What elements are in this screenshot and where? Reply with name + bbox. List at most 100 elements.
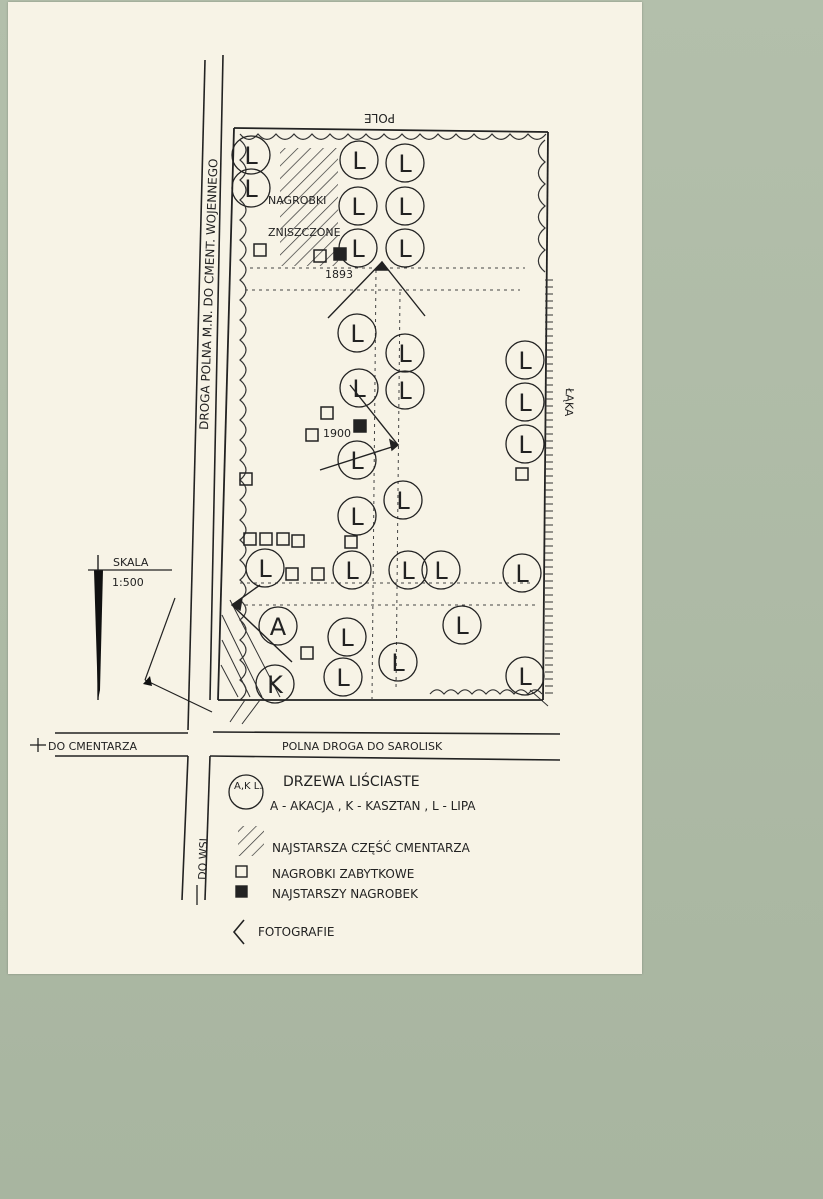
tree-circle	[505, 340, 545, 380]
meadow-fence-ticks	[545, 279, 553, 694]
tree-circle	[332, 550, 372, 590]
tree-letter: L	[350, 503, 364, 531]
photo-viewpoint-markers	[230, 260, 426, 663]
monument-tombstone	[291, 534, 305, 548]
tree-circle	[421, 550, 461, 590]
tree-letter: L	[396, 487, 410, 515]
tree-letter: L	[340, 624, 354, 652]
tree-circle	[505, 424, 545, 464]
tree-marker: L	[505, 340, 545, 380]
tree-marker: A	[258, 606, 298, 646]
internal-paths	[238, 267, 535, 701]
tree-letter: L	[398, 377, 412, 405]
tree-circle	[442, 605, 482, 645]
tree-circle	[383, 480, 423, 520]
monument-tombstone	[305, 428, 319, 442]
tree-circle	[231, 135, 271, 175]
tree-letter: L	[244, 175, 258, 203]
legend-tree-symbol: A,K L.	[234, 781, 263, 792]
scale-value: 1:500	[112, 576, 144, 589]
tree-letter: L	[398, 235, 412, 263]
year-1893-label: 1893	[325, 268, 353, 281]
tree-circle	[378, 642, 418, 682]
tree-marker: L	[338, 186, 378, 226]
legend-photos: FOTOGRAFIE	[258, 925, 335, 939]
tree-circle	[385, 228, 425, 268]
tree-letter: L	[398, 340, 412, 368]
tree-letter: L	[336, 664, 350, 692]
monument-tombstone	[313, 249, 327, 263]
monument-tombstone	[320, 406, 334, 420]
tree-letter: L	[518, 663, 532, 691]
destroyed-label-1: NAGROBKI	[268, 194, 326, 207]
legend-monument-icon	[235, 865, 248, 878]
tree-letter: L	[244, 142, 258, 170]
field-label: POLE	[364, 111, 395, 125]
tree-circle	[385, 333, 425, 373]
tree-marker: L	[323, 657, 363, 697]
legend: A,K L. DRZEWA LIŚCIASTE A - AKACJA , K -…	[228, 772, 476, 945]
legend-hatch-icon	[238, 826, 264, 856]
tree-marker: L	[332, 550, 372, 590]
legend-tree-circle-icon	[228, 774, 264, 810]
cemetery-boundary	[217, 127, 549, 701]
tree-circle	[505, 656, 545, 696]
tree-letter: L	[518, 347, 532, 375]
tree-marker: L	[339, 140, 379, 180]
oldest-tombstone	[353, 419, 367, 433]
tree-circle	[338, 186, 378, 226]
road-bottom-label: POLNA DROGA DO SAROLISK	[282, 740, 443, 753]
tree-marker: L	[385, 333, 425, 373]
tree-marker: L	[337, 313, 377, 353]
tree-letter: L	[350, 320, 364, 348]
legend-monuments: NAGROBKI ZABYTKOWE	[272, 867, 414, 881]
monument-tombstone	[276, 532, 290, 546]
to-cemetery-label: DO CMENTARZA	[48, 740, 138, 753]
monument-tombstone	[253, 243, 267, 257]
monument-tombstone	[344, 535, 358, 549]
legend-oldest-tomb-icon	[235, 885, 248, 898]
tree-letter: L	[401, 557, 415, 585]
tree-letter: L	[351, 235, 365, 263]
tree-letter: L	[391, 649, 405, 677]
tree-letter: L	[351, 193, 365, 221]
tree-letter: L	[352, 147, 366, 175]
tree-marker: L	[385, 143, 425, 183]
tree-marker: L	[505, 424, 545, 464]
tree-marker: L	[231, 168, 271, 208]
oldest-part-hatch	[280, 148, 338, 266]
meadow-label: ŁĄKA	[562, 387, 576, 417]
tree-marker: L	[385, 370, 425, 410]
tree-letter: L	[352, 375, 366, 403]
tombstones-layer	[239, 243, 529, 660]
scale-title: SKALA	[113, 556, 149, 569]
tree-marker: L	[327, 617, 367, 657]
tree-circle	[258, 606, 298, 646]
tree-marker: L	[385, 228, 425, 268]
tree-marker: K	[255, 664, 295, 704]
tree-circle	[245, 548, 285, 588]
tree-letter: L	[398, 193, 412, 221]
tree-marker: L	[339, 368, 379, 408]
tree-letter: L	[345, 557, 359, 585]
oldest-tombstone	[333, 247, 347, 261]
tree-circle	[327, 617, 367, 657]
tree-circle	[505, 382, 545, 422]
tree-marker: L	[388, 550, 428, 590]
tree-circle	[388, 550, 428, 590]
tree-marker: L	[245, 548, 285, 588]
tree-letter: L	[398, 150, 412, 178]
to-village-label: DO WSI	[196, 838, 210, 880]
year-1900-label: 1900	[323, 427, 351, 440]
monument-tombstone	[311, 567, 325, 581]
tree-letter: L	[515, 560, 529, 588]
monument-tombstone	[243, 532, 257, 546]
tree-letter: L	[518, 431, 532, 459]
tree-letter: L	[455, 612, 469, 640]
tree-marker: L	[385, 186, 425, 226]
hedge-bushes	[239, 133, 547, 701]
tree-marker: L	[505, 656, 545, 696]
tree-letter: L	[434, 557, 448, 585]
